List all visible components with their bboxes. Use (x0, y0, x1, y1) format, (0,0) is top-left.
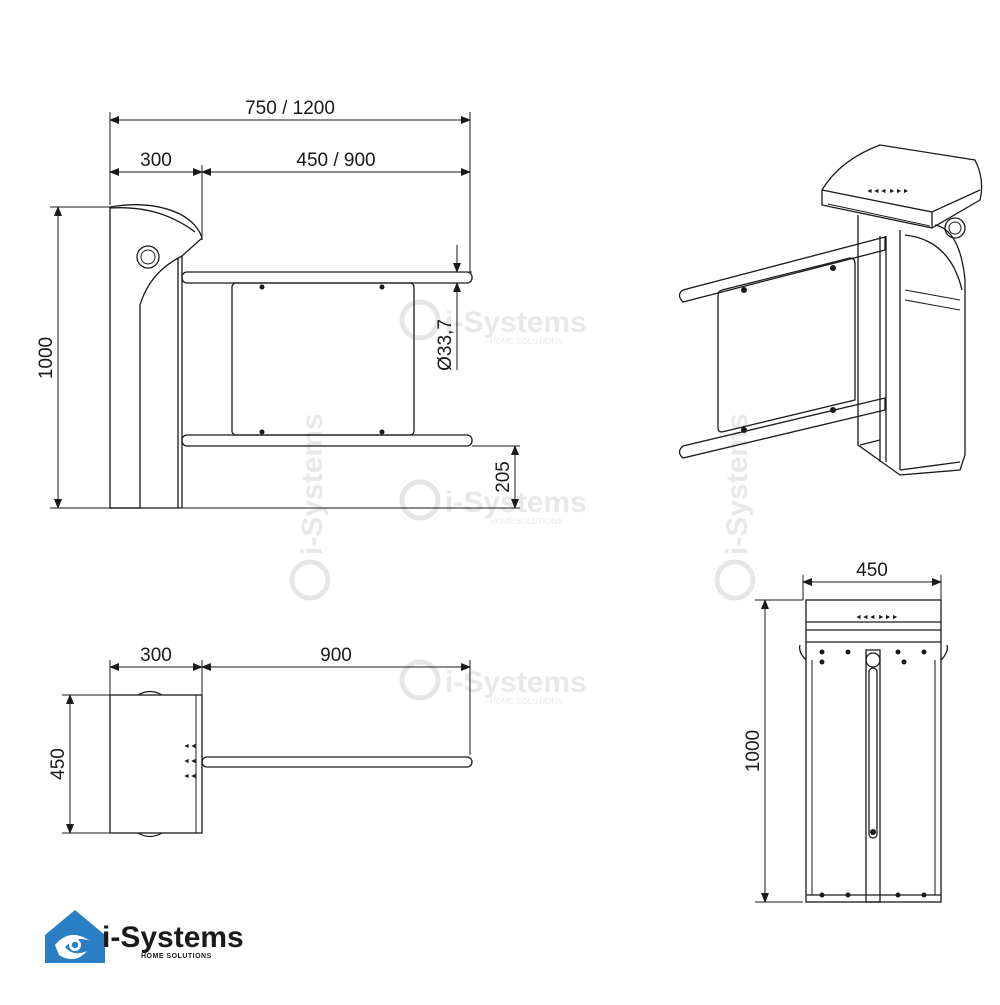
watermark-brand: i-Systems (445, 486, 587, 519)
svg-text:◄◄: ◄◄ (183, 758, 197, 765)
dim-total: 750 / 1200 (245, 98, 335, 119)
top-view: 300 900 450 ◄◄ ◄◄ ◄◄ (48, 645, 473, 838)
dim-tube: Ø33,7 (435, 319, 456, 371)
svg-text:◄◄: ◄◄ (183, 773, 197, 780)
dim-arm: 450 / 900 (296, 150, 375, 171)
dim-top-depth: 450 (48, 748, 69, 780)
watermark-brand: i-Systems (445, 666, 587, 699)
logo-brand: i-Systems (102, 921, 244, 954)
dim-top-arm: 900 (320, 645, 352, 666)
svg-text:◄◄◄ ►►►: ◄◄◄ ►►► (866, 188, 910, 195)
svg-text:◄◄: ◄◄ (183, 743, 197, 750)
watermark-group: i-Systems HOME SOLUTIONS i-Systems HOME … (289, 299, 756, 706)
isometric-view: ◄◄◄ ►►► (678, 144, 983, 476)
watermark-brand: i-Systems (721, 413, 754, 555)
watermark-brand: i-Systems (296, 413, 329, 555)
side-view: 750 / 1200 300 450 / 900 1000 Ø33,7 (36, 98, 520, 509)
dim-low: 205 (493, 461, 514, 493)
front-view: 450 1000 ◄◄◄ ►►► (743, 560, 949, 903)
dim-front-width: 450 (856, 560, 888, 581)
dim-height: 1000 (36, 337, 57, 379)
watermark-tagline: HOME SOLUTIONS (490, 517, 562, 526)
dim-body: 300 (140, 150, 172, 171)
watermark-brand: i-Systems (445, 306, 587, 339)
svg-text:◄◄◄ ►►►: ◄◄◄ ►►► (855, 614, 899, 621)
dim-top-body: 300 (140, 645, 172, 666)
watermark-3: i-Systems HOME SOLUTIONS (399, 659, 587, 706)
watermark-5: i-Systems (714, 413, 756, 601)
watermark-1: i-Systems HOME SOLUTIONS (399, 299, 587, 346)
i-systems-logo: i-Systems HOME SOLUTIONS (45, 910, 244, 963)
logo-tagline: HOME SOLUTIONS (141, 953, 212, 960)
watermark-tagline: HOME SOLUTIONS (490, 337, 562, 346)
watermark-4: i-Systems (289, 413, 331, 601)
watermark-tagline: HOME SOLUTIONS (490, 697, 562, 706)
dim-front-height: 1000 (743, 730, 764, 772)
